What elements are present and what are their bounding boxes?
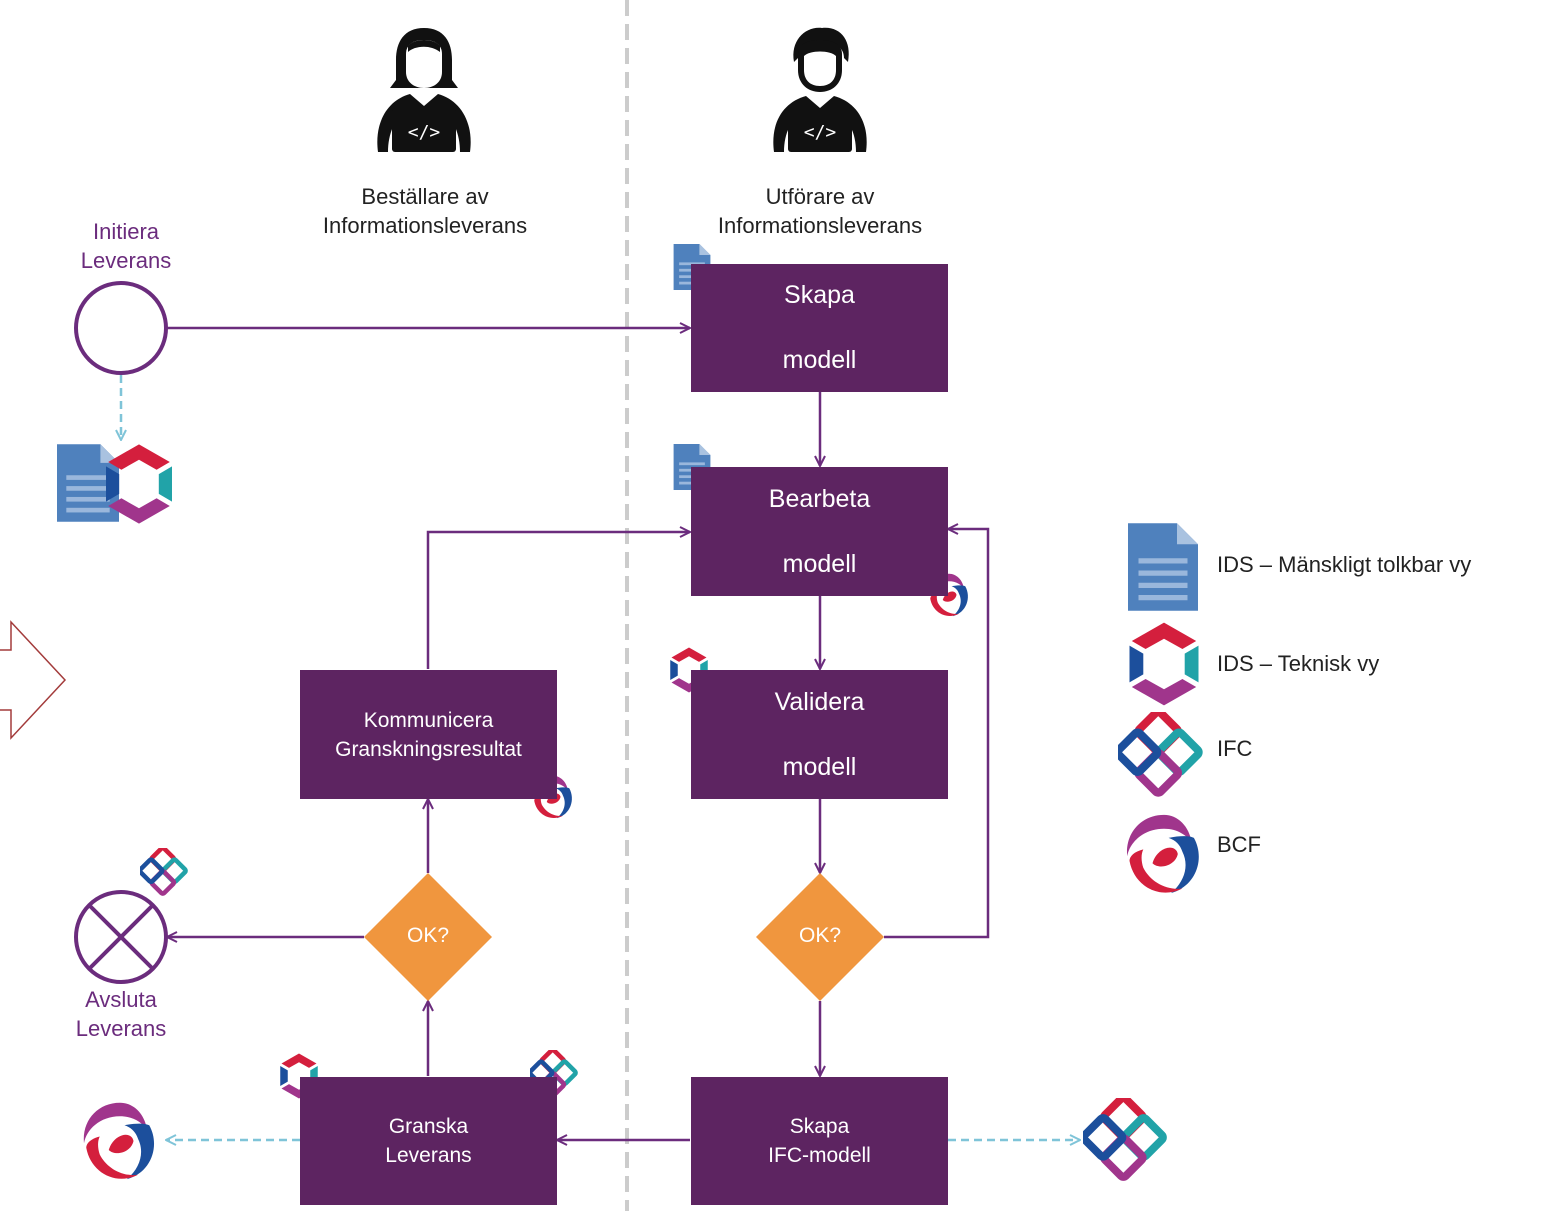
gateway-left-label: OK? xyxy=(406,924,450,947)
task-ifc-line1: Skapa xyxy=(789,1115,850,1138)
task-skapa-ifc-modell[interactable]: Skapa IFC-modell xyxy=(691,1077,948,1205)
end-event-label: Avsluta Leverans xyxy=(51,985,191,1043)
end-ifc-icon xyxy=(139,847,186,894)
executor-role-label: Utförare av Informationsleverans xyxy=(685,182,955,240)
task-skapa-modell[interactable]: Skapa modell xyxy=(691,264,948,392)
legend-ifc-icon xyxy=(1116,710,1200,794)
task-granska-line1: Granska xyxy=(388,1115,469,1138)
executor-person-icon xyxy=(773,27,867,152)
orderer-person-icon xyxy=(377,28,471,152)
start-event-line2: Leverans xyxy=(80,248,172,273)
start-event-label: Initiera Leverans xyxy=(56,217,196,275)
task-bearbeta-line1: Bearbeta xyxy=(768,484,871,513)
task-validera-modell[interactable]: Validera modell xyxy=(691,670,948,799)
expand-arrow-icon[interactable] xyxy=(0,620,67,740)
end-event-line1: Avsluta xyxy=(85,987,157,1012)
task-validera-line1: Validera xyxy=(774,687,865,716)
legend-ids-icon xyxy=(1129,622,1199,706)
task-bearbeta-modell[interactable]: Bearbeta modell xyxy=(691,467,948,596)
legend-bcf-label: BCF xyxy=(1217,832,1261,857)
task-bearbeta-line2: modell xyxy=(782,549,857,578)
gateway-left[interactable] xyxy=(364,873,492,1001)
legend-ids-tech-label: IDS – Teknisk vy xyxy=(1217,651,1380,676)
task-granska-leverans[interactable]: Granska Leverans xyxy=(300,1077,557,1205)
orderer-role-line2: Informationsleverans xyxy=(322,213,528,238)
task-skapa-line1: Skapa xyxy=(784,281,855,309)
task-skapa-line2: modell xyxy=(782,346,857,374)
data-flows xyxy=(121,375,1080,1140)
start-event[interactable] xyxy=(74,281,168,375)
task-ifc-line2: IFC-modell xyxy=(768,1144,871,1167)
orderer-role-line1: Beställare av xyxy=(361,184,489,209)
output-ifc-icon xyxy=(1082,1096,1164,1178)
end-event-line2: Leverans xyxy=(75,1016,167,1041)
legend-bcf-icon xyxy=(1126,814,1199,894)
executor-role-line2: Informationsleverans xyxy=(717,213,923,238)
task-validera-line2: modell xyxy=(782,752,857,781)
gateway-right-label: OK? xyxy=(798,924,842,947)
start-event-line1: Initiera xyxy=(92,219,160,244)
sequence-flows xyxy=(166,328,990,1140)
task-granska-line2: Leverans xyxy=(385,1144,472,1167)
legend-doc-icon xyxy=(1128,523,1198,611)
output-bcf-icon xyxy=(83,1102,155,1180)
task-kommunicera-granskningsresultat[interactable]: Kommunicera Granskningsresultat xyxy=(300,670,557,799)
task-kommunicera-line1: Kommunicera xyxy=(363,708,494,732)
task-kommunicera-line2: Granskningsresultat xyxy=(335,737,522,761)
executor-role-line1: Utförare av xyxy=(765,184,875,209)
end-event[interactable] xyxy=(74,890,168,984)
legend-ids-human-label: IDS – Mänskligt tolkbar vy xyxy=(1217,552,1472,577)
orderer-role-label: Beställare av Informationsleverans xyxy=(290,182,560,240)
gateway-right[interactable] xyxy=(756,873,884,1001)
legend-ifc-label: IFC xyxy=(1217,736,1253,761)
